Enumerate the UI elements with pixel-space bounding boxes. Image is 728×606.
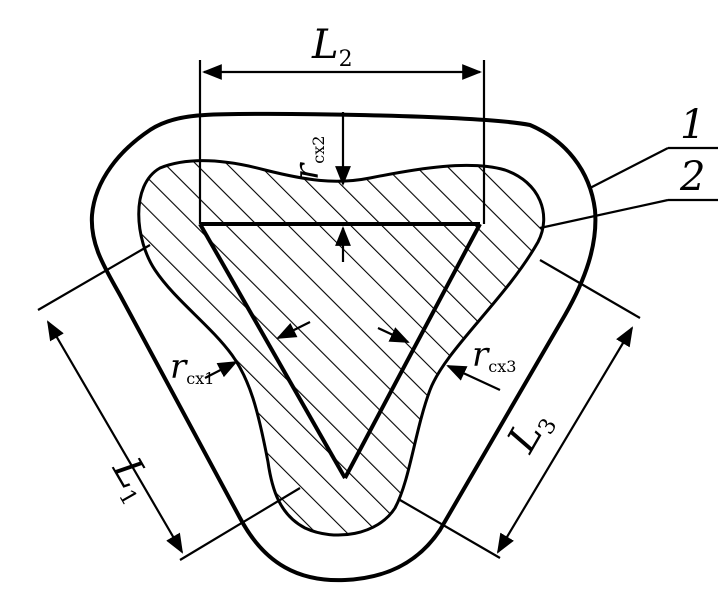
radius-cx1 <box>204 321 311 379</box>
label-l2: L2 <box>311 22 353 72</box>
inner-triangle <box>198 222 482 479</box>
dimension-l2 <box>198 60 486 224</box>
callout-2: 2 <box>679 154 705 200</box>
callout-1: 1 <box>680 102 705 148</box>
dimension-l1 <box>37 244 301 561</box>
label-r-cx3: rcx3 <box>472 335 516 376</box>
callout-leaders <box>539 146 718 230</box>
hatched-section <box>137 159 546 537</box>
label-l1: L1 <box>99 449 163 510</box>
outer-contour <box>89 111 598 583</box>
label-r-cx2: rcx2 <box>287 136 328 180</box>
label-r-cx1: rcx1 <box>170 347 214 388</box>
dimension-l3 <box>399 259 641 559</box>
radius-cx3 <box>377 327 501 391</box>
